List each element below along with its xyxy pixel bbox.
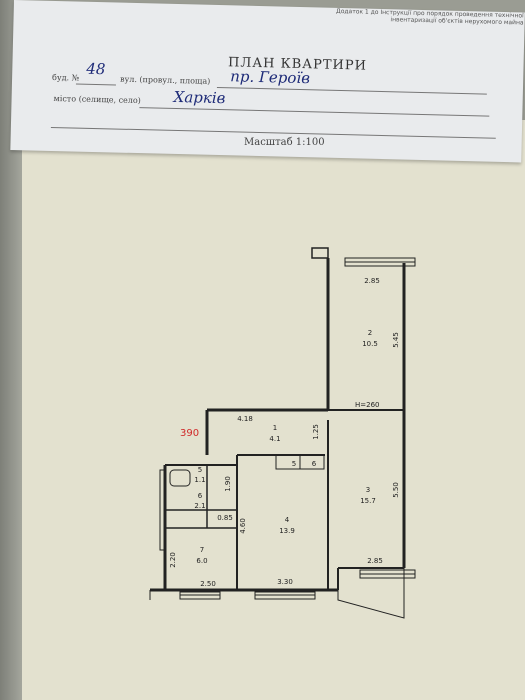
dim-room4-length: 4.60 (239, 518, 247, 534)
dim-wc-length: 1.90 (224, 476, 232, 492)
page-edge-shadow (0, 0, 22, 700)
room-6-area: 2.1 (194, 502, 205, 510)
room-3-area: 15.7 (360, 497, 376, 505)
room-1-area: 4.1 (269, 435, 280, 443)
room-5-number: 5 (198, 466, 202, 474)
room-1-number: 1 (273, 424, 277, 432)
sink (169, 469, 191, 487)
dim-hall-width: 4.18 (237, 415, 253, 423)
room-2-number: 2 (368, 329, 372, 337)
dimension-labels: 2.85 5.45 H=260 4.18 1.25 5.50 2.85 4.60… (169, 277, 400, 588)
dim-room4-width: 3.30 (277, 578, 293, 586)
walls (150, 247, 406, 592)
dim-ceiling-height: H=260 (355, 401, 380, 409)
dim-room3-width: 2.85 (367, 557, 383, 565)
room-labels: 2 10.5 1 4.1 3 15.7 4 13.9 5 1.1 6 2.1 7… (194, 329, 377, 565)
vent-shaft (159, 469, 167, 551)
room-7-area: 6.0 (196, 557, 207, 565)
room-5-area: 1.1 (194, 476, 205, 484)
dim-room2-length: 5.45 (392, 332, 400, 348)
total-area-mark: 390 (180, 428, 200, 439)
dim-room7-length: 2.20 (169, 552, 177, 568)
room-7-number: 7 (200, 546, 204, 554)
dim-room3-length: 5.50 (392, 482, 400, 498)
room-4-number: 4 (285, 516, 290, 524)
closet-5-label: 5 (292, 460, 296, 468)
room-3-number: 3 (366, 486, 370, 494)
room-6-number: 6 (198, 492, 203, 500)
balcony-bottom (337, 568, 405, 619)
dim-bath-depth: 0.85 (217, 514, 233, 522)
room-4-area: 13.9 (279, 527, 295, 535)
scale-label: Масштаб 1:100 (244, 137, 325, 148)
room-2-area: 10.5 (362, 340, 378, 348)
balcony-stub (311, 247, 329, 259)
dim-balcony-width: 2.85 (364, 277, 380, 285)
openings (149, 257, 416, 619)
dim-hall-depth: 1.25 (312, 424, 320, 440)
closet-6-label: 6 (312, 460, 317, 468)
dim-room7-width: 2.50 (200, 580, 216, 588)
